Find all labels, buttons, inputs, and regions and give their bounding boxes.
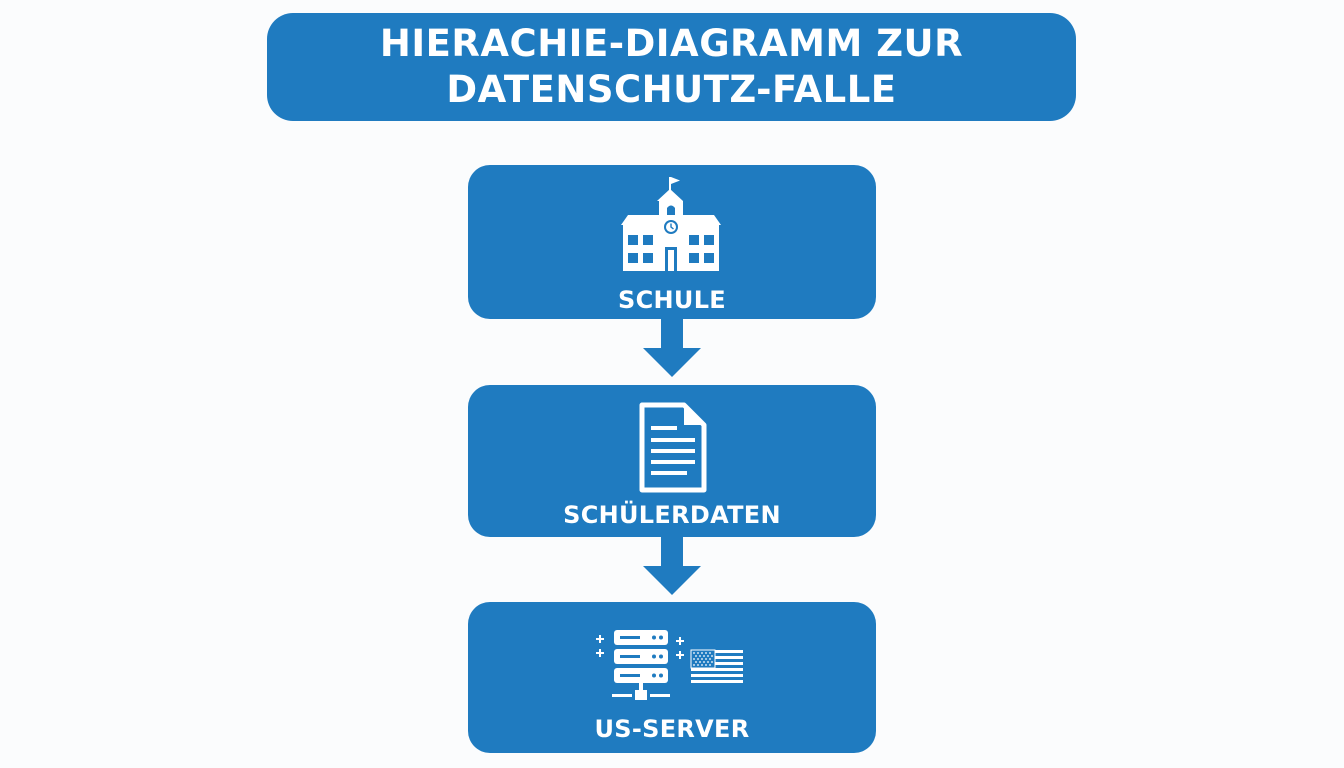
title-line-2: DATENSCHUTZ-FALLE <box>446 68 897 111</box>
server-with-us-flag-icon <box>468 627 876 707</box>
school-building-icon <box>468 175 876 275</box>
document-icon <box>468 402 876 494</box>
node-us-server: US-SERVER <box>468 602 876 753</box>
diagram-title: HIERACHIE-DIAGRAMM ZUR DATENSCHUTZ-FALLE <box>267 13 1076 121</box>
title-line-1: HIERACHIE-DIAGRAMM ZUR <box>379 22 964 65</box>
node-label-schule: SCHULE <box>618 286 726 314</box>
node-schule: SCHULE <box>468 165 876 319</box>
node-label-us-server: US-SERVER <box>594 715 750 743</box>
arrow-down-icon <box>643 537 701 595</box>
arrow-down-icon <box>643 319 701 377</box>
node-schuelerdaten: SCHÜLERDATEN <box>468 385 876 537</box>
node-label-schuelerdaten: SCHÜLERDATEN <box>563 501 781 529</box>
